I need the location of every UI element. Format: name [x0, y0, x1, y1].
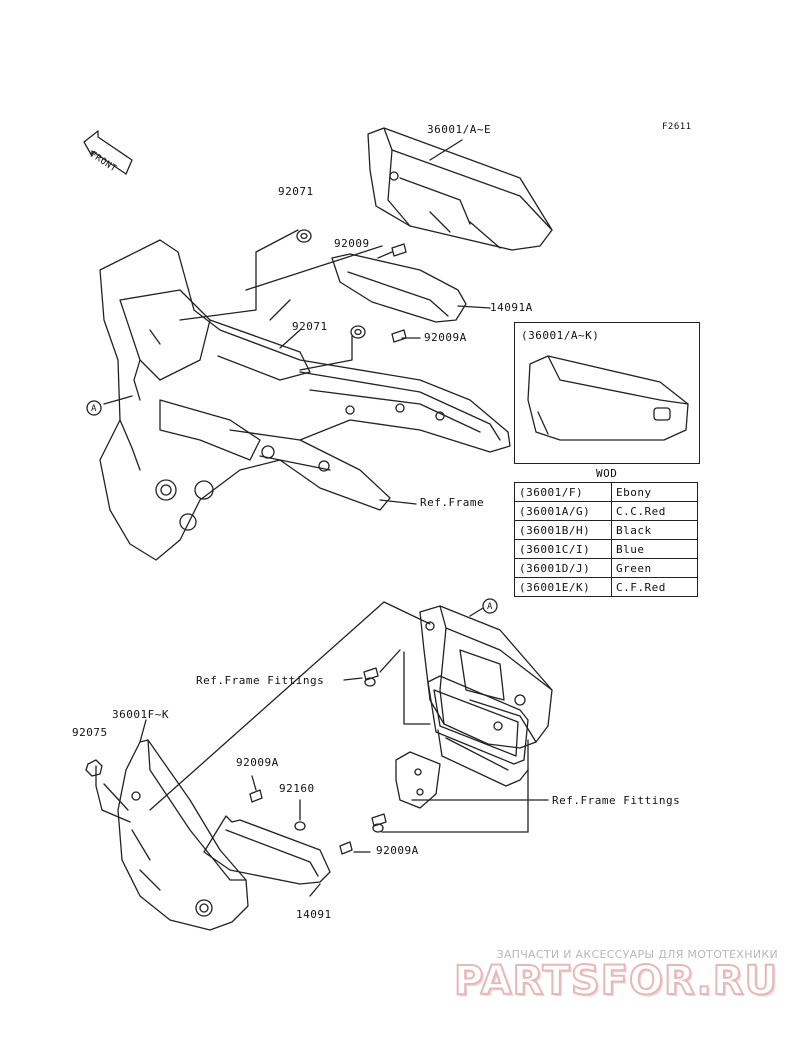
watermark-brand: PARTSFOR.RU: [453, 958, 778, 1004]
seal-shape: [427, 675, 529, 787]
label-14091a: 14091A: [490, 301, 533, 314]
bracket-14091a-shape: [331, 253, 467, 323]
color-table-color: C.C.Red: [611, 501, 698, 521]
bolt-92009a-bottom: [339, 841, 353, 855]
bolt-92009: [377, 243, 407, 259]
label-92009a-top: 92009A: [424, 331, 467, 344]
inset-title: (36001/A~K): [521, 329, 600, 342]
front-arrow-icon: [83, 130, 133, 175]
label-92009: 92009: [334, 237, 370, 250]
label-ref-frame: Ref.Frame: [420, 496, 485, 509]
circle-a-left-label: A: [91, 404, 97, 414]
color-table-row: (36001D/J)Green: [514, 558, 698, 578]
color-table-code: (36001C/I): [514, 539, 612, 559]
bolt-92009a-mid: [249, 789, 263, 803]
bolt-ref-frame-fittings-top: [363, 667, 379, 687]
circle-a-lower-icon: [482, 598, 498, 614]
color-table-color: Blue: [611, 539, 698, 559]
color-table-code: (36001E/K): [514, 577, 612, 597]
circle-a-left-icon: [86, 400, 102, 416]
color-table-code: (36001A/G): [514, 501, 612, 521]
color-table-row: (36001E/K)C.F.Red: [514, 577, 698, 597]
watermark: ЗАПЧАСТИ И АКСЕССУАРЫ ДЛЯ МОТОТЕХНИКИ PA…: [453, 948, 778, 1004]
frame-shape: [99, 239, 511, 561]
color-table-color: Ebony: [611, 482, 698, 502]
upper-side-cover-shape: [367, 127, 553, 251]
color-table-color: Black: [611, 520, 698, 540]
color-table-color: Green: [611, 558, 698, 578]
figure-code: F2611: [662, 122, 692, 132]
color-table-header: WOD: [596, 467, 618, 480]
label-92071-lower: 92071: [292, 320, 328, 333]
label-92160: 92160: [279, 782, 315, 795]
lower-side-cover-shape: [117, 739, 249, 931]
grommet-92071-upper: [296, 229, 312, 243]
small-bracket-shape: [395, 751, 441, 809]
label-92009a-mid: 92009A: [236, 756, 279, 769]
washer-92160: [294, 821, 306, 831]
color-table-code: (36001/F): [514, 482, 612, 502]
grommet-92071-lower: [350, 325, 366, 339]
bracket-14091-shape: [203, 815, 331, 885]
circle-a-lower-label: A: [487, 602, 493, 612]
color-table-row: (36001A/G)C.C.Red: [514, 501, 698, 521]
nut-92075: [85, 759, 103, 777]
color-table: (36001/F)Ebony(36001A/G)C.C.Red(36001B/H…: [514, 482, 698, 597]
color-table-row: (36001/F)Ebony: [514, 482, 698, 502]
label-36001f-k: 36001F~K: [112, 708, 169, 721]
inset-box: (36001/A~K): [514, 322, 700, 464]
label-92009a-bottom: 92009A: [376, 844, 419, 857]
lower-case-shape: [419, 605, 553, 749]
bolt-92009a-top: [391, 329, 407, 343]
label-14091: 14091: [296, 908, 332, 921]
color-table-code: (36001B/H): [514, 520, 612, 540]
bolt-ref-frame-fittings-bottom: [371, 813, 387, 833]
label-92071-upper: 92071: [278, 185, 314, 198]
color-table-color: C.F.Red: [611, 577, 698, 597]
label-ref-frame-fittings-top: Ref.Frame Fittings: [196, 674, 325, 687]
label-92075: 92075: [72, 726, 108, 739]
color-table-row: (36001B/H)Black: [514, 520, 698, 540]
color-table-code: (36001D/J): [514, 558, 612, 578]
label-ref-frame-fittings-right: Ref.Frame Fittings: [552, 794, 681, 807]
color-table-row: (36001C/I)Blue: [514, 539, 698, 559]
inset-side-cover-shape: [527, 355, 689, 441]
label-36001-a-e: 36001/A~E: [427, 123, 492, 136]
watermark-tagline: ЗАПЧАСТИ И АКСЕССУАРЫ ДЛЯ МОТОТЕХНИКИ: [496, 948, 778, 961]
